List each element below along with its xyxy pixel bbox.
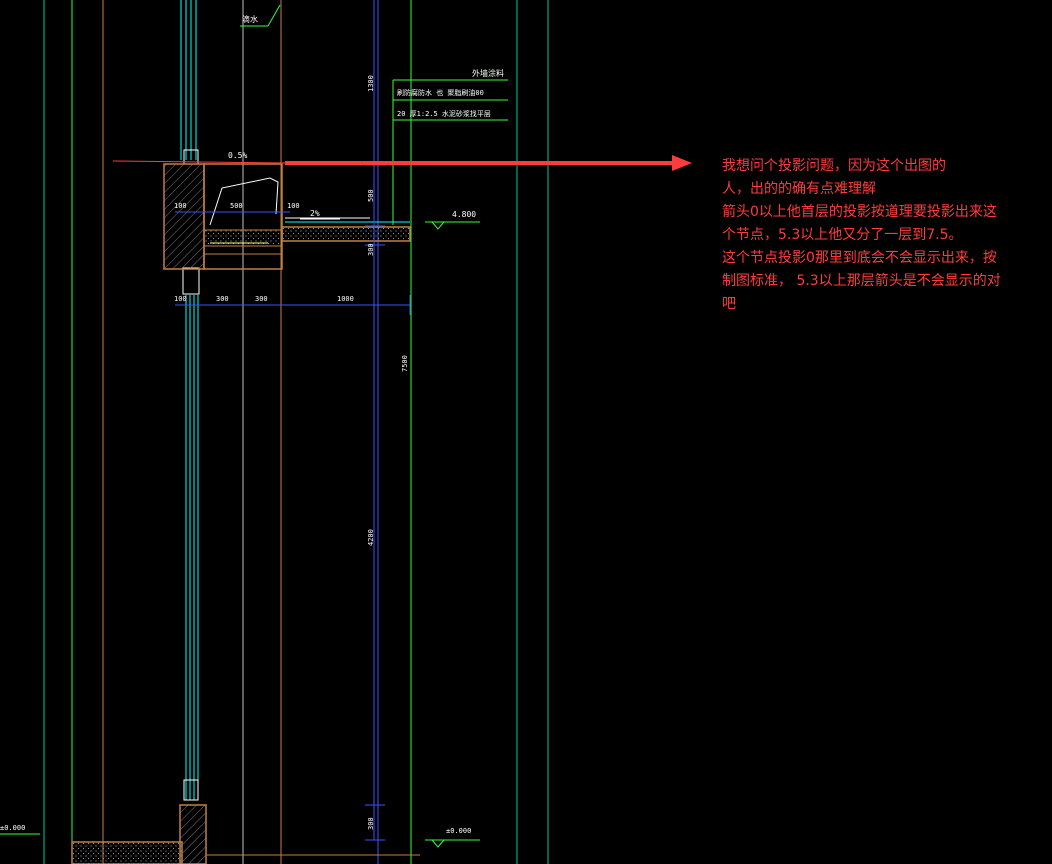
question-annotation: 我想问个投影问题，因为这个出图的 人，出的的确有点难理解 箭头0以上他首层的投影… <box>722 155 1052 316</box>
canopy-node <box>163 163 411 270</box>
dim-100-bottom: 100 <box>174 295 187 303</box>
drip-callout: 滴水 <box>240 4 281 27</box>
mortar-label: 20 厚1:2.5 水泥砂浆找平层 <box>397 109 491 118</box>
waterproof-label: 刷防腐防水 也 聚脂刷油00 <box>397 88 484 97</box>
annotation-line: 箭头0以上他首层的投影按道理要投影出来这 <box>722 204 997 220</box>
annotation-line: 人，出的的确有点难理解 <box>722 181 876 197</box>
annotation-line: 吧 <box>722 296 736 312</box>
dim-100-right: 100 <box>287 202 300 210</box>
annotation-line: 制图标准， 5.3以上那层箭头是不会显示的对 <box>722 273 1001 289</box>
ground-level: ±0.000 ±0.000 <box>0 804 480 864</box>
dim-4200: 4200 <box>367 529 375 546</box>
dim-300v-top: 300 <box>367 243 375 256</box>
elevation-ground-right: ±0.000 <box>446 827 471 835</box>
exterior-paint-label: 外墙涂料 <box>472 68 504 78</box>
dim-7500: 7500 <box>401 355 409 372</box>
dim-1300: 1300 <box>367 75 375 92</box>
elevation-slab-label: 4.800 <box>452 210 476 219</box>
slope-top-label: 0.5% <box>228 151 247 160</box>
dim-300-b: 300 <box>255 295 268 303</box>
dim-500h: 500 <box>230 202 243 210</box>
dim-300v-bottom: 300 <box>367 817 375 830</box>
dim-100-left: 100 <box>174 202 187 210</box>
projection-arrow <box>112 155 692 171</box>
grid-lines <box>43 0 549 864</box>
dim-300-a: 300 <box>216 295 229 303</box>
window-glazing <box>180 0 200 801</box>
elevation-4800: 4.800 <box>425 210 480 230</box>
annotation-line: 个节点，5.3以上他又分了一层到7.5。 <box>722 227 963 243</box>
drip-label: 滴水 <box>242 14 258 24</box>
annotation-line: 我想问个投影问题，因为这个出图的 <box>722 158 946 174</box>
dimensions: 1300 500 300 7500 4200 300 500 100 100 1… <box>174 0 411 841</box>
dim-500v: 500 <box>367 189 375 202</box>
annotation-line: 这个节点投影0那里到底会不会显示出来，按 <box>722 250 997 266</box>
slope-slab-label: 2% <box>310 209 320 218</box>
elevation-ground-left: ±0.000 <box>0 824 25 832</box>
dim-1000: 1000 <box>337 295 354 303</box>
finish-callouts: 外墙涂料 刷防腐防水 也 聚脂刷油00 20 厚1:2.5 水泥砂浆找平层 <box>392 68 508 225</box>
